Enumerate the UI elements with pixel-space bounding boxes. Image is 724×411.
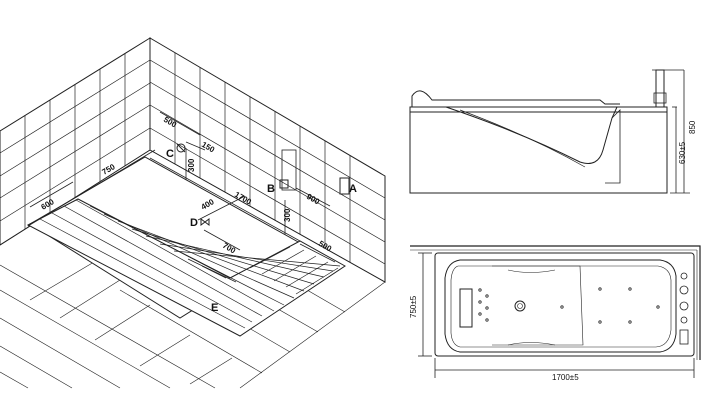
tub-rim-profile xyxy=(411,90,620,107)
tub-inner-basin xyxy=(444,259,677,353)
drain-icon xyxy=(514,300,526,312)
marker-b: B xyxy=(267,183,275,195)
headrest-pillow xyxy=(459,288,473,328)
fixture-d-drain-icon xyxy=(200,218,210,226)
iso-markers: A B C D E xyxy=(166,148,357,314)
isometric-room-view: 500 150 300 750 600 1700 400 300 900 700… xyxy=(0,37,386,389)
dim-top-length: 1700±5 xyxy=(552,373,579,382)
side-elevation-view xyxy=(409,69,690,194)
fixture-b-panel xyxy=(281,149,297,191)
dim-side-height: 850 xyxy=(688,120,697,134)
marker-c: C xyxy=(166,148,174,160)
fixture-c-valve-icon xyxy=(176,143,186,153)
faucet-column xyxy=(655,69,665,108)
dim-top-width: 750±5 xyxy=(409,295,418,318)
wall-line xyxy=(410,245,701,360)
wall-fixtures xyxy=(176,143,350,226)
dimension-lines xyxy=(27,111,336,263)
control-buttons xyxy=(679,272,689,345)
top-plan-view xyxy=(410,245,701,378)
jet-nozzles xyxy=(478,287,660,324)
tub-side-body xyxy=(409,106,668,194)
dim-iso-9: 900 xyxy=(305,192,322,207)
dim-iso-5: 600 xyxy=(40,197,57,212)
dim-iso-3: 300 xyxy=(187,158,196,172)
dim-iso-1: 500 xyxy=(162,115,179,130)
dim-side-tub-height: 630±5 xyxy=(678,141,687,164)
marker-a: A xyxy=(349,183,357,195)
fixture-a-box xyxy=(339,177,350,195)
fixture-b-box xyxy=(279,179,289,189)
marker-d: D xyxy=(190,217,198,229)
dim-iso-8: 300 xyxy=(283,208,292,222)
tub-inner-curve xyxy=(445,106,618,164)
tub-outer-rim xyxy=(434,252,695,357)
marker-e: E xyxy=(211,302,218,314)
